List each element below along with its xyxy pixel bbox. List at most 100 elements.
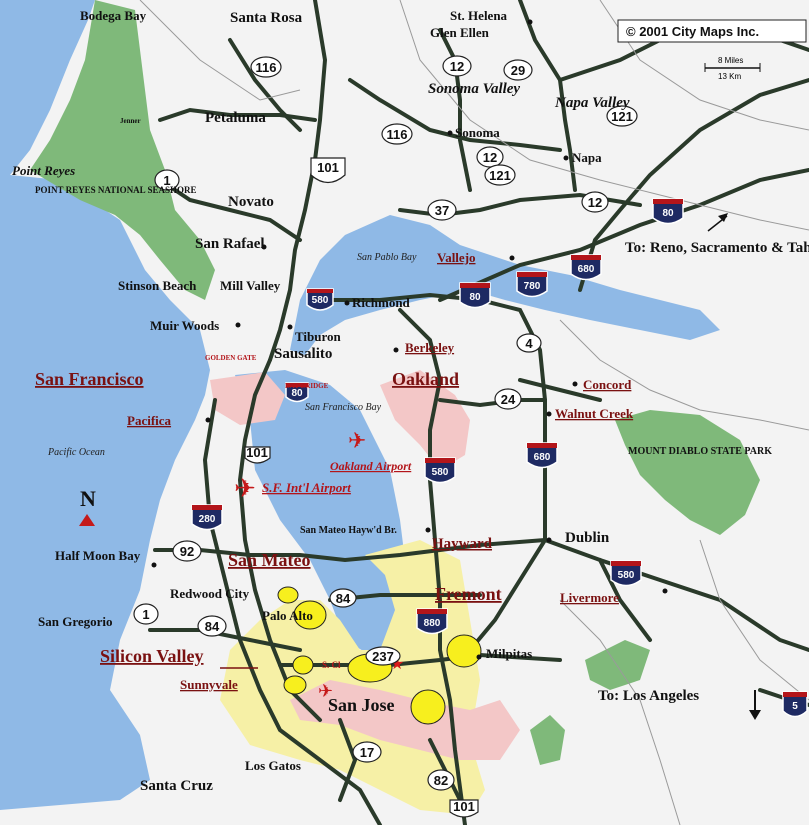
svg-text:Stinson Beach: Stinson Beach: [118, 278, 197, 293]
svg-text:80: 80: [291, 388, 303, 399]
svg-text:680: 680: [578, 264, 595, 275]
svg-text:Novato: Novato: [228, 194, 274, 210]
svg-text:Vallejo: Vallejo: [437, 250, 476, 265]
svg-text:80: 80: [469, 292, 481, 303]
svg-text:S. Cl: S. Cl: [322, 660, 341, 670]
svg-text:POINT REYES NATIONAL SEASHORE: POINT REYES NATIONAL SEASHORE: [35, 185, 196, 195]
svg-text:San Pablo Bay: San Pablo Bay: [357, 252, 417, 263]
svg-text:29: 29: [511, 63, 525, 78]
svg-text:12: 12: [588, 195, 602, 210]
shield-i5: 5: [782, 691, 808, 718]
svg-text:1: 1: [163, 173, 170, 188]
shield-i680b: 680: [526, 442, 558, 469]
svg-text:BAY BRIDGE: BAY BRIDGE: [285, 382, 329, 390]
north-bay-water: [290, 215, 720, 355]
svg-text:S.F. Int'l Airport: S.F. Int'l Airport: [262, 480, 351, 495]
arrow-head: [718, 213, 728, 222]
svg-text:Napa: Napa: [572, 150, 602, 165]
svg-text:17: 17: [360, 745, 374, 760]
svg-text:680: 680: [534, 452, 551, 463]
point-reyes-park: [30, 0, 215, 300]
svg-text:Tiburon: Tiburon: [295, 329, 342, 344]
svg-text:Pacific Ocean: Pacific Ocean: [47, 447, 105, 458]
svg-text:580: 580: [432, 467, 449, 478]
shield-i580b: 580: [424, 457, 456, 484]
svg-text:Santa Rosa: Santa Rosa: [230, 10, 303, 26]
svg-text:San Francisco Bay: San Francisco Bay: [305, 402, 382, 413]
oakland-urban: [380, 370, 470, 470]
svg-text:San Francisco: San Francisco: [35, 369, 144, 389]
svg-text:GOLDEN GATE: GOLDEN GATE: [205, 354, 257, 362]
svg-text:37: 37: [435, 203, 449, 218]
svg-text:Fremont: Fremont: [435, 584, 502, 604]
svg-text:Petaluma: Petaluma: [205, 110, 266, 126]
svg-text:101: 101: [453, 799, 475, 814]
road-network: [148, 0, 809, 825]
svg-text:80: 80: [662, 208, 674, 219]
plane-icon: ✈: [318, 681, 333, 702]
milpitas-park: [585, 640, 650, 690]
svg-text:101: 101: [317, 160, 339, 175]
svg-text:Sausalito: Sausalito: [274, 346, 332, 362]
shield-i880: 880: [416, 608, 448, 635]
svg-text:84: 84: [205, 619, 220, 634]
map-labels: Bodega Bay Santa Rosa St. Helena Glen El…: [12, 8, 809, 794]
svg-text:580: 580: [312, 295, 329, 306]
svg-text:237: 237: [372, 649, 394, 664]
shield-i80c: 80: [285, 382, 309, 403]
svg-text:Bodega Bay: Bodega Bay: [80, 8, 147, 23]
interstate-shields: 80 80 80 680 680 780: [191, 198, 808, 718]
copyright-text: © 2001 City Maps Inc.: [626, 24, 759, 39]
svg-text:Santa Cruz: Santa Cruz: [140, 778, 213, 794]
svg-text:Milpitas: Milpitas: [486, 646, 532, 661]
svg-text:12: 12: [450, 59, 464, 74]
san-jose-urban: [290, 680, 520, 760]
svg-text:82: 82: [434, 773, 448, 788]
svg-text:Napa Valley: Napa Valley: [554, 95, 630, 111]
route-markers: [133, 55, 638, 818]
svg-text:5: 5: [792, 701, 798, 712]
arrow-head: [749, 710, 761, 720]
svg-text:Half Moon Bay: Half Moon Bay: [55, 548, 141, 563]
svg-text:Oakland Airport: Oakland Airport: [330, 459, 412, 473]
marker-sunnyvale: [283, 675, 307, 695]
san-francisco-bay: [235, 370, 410, 655]
svg-text:280: 280: [199, 514, 216, 525]
svg-text:Oakland: Oakland: [392, 369, 459, 389]
svg-text:To: Reno, Sacramento & Tahoe: To: Reno, Sacramento & Tahoe: [625, 240, 809, 256]
pacific-ocean: [0, 0, 210, 810]
svg-text:4: 4: [525, 336, 533, 351]
svg-text:101: 101: [246, 445, 268, 460]
marker-mountain-view: [292, 655, 314, 675]
svg-text:880: 880: [424, 618, 441, 629]
svg-text:Livermore: Livermore: [560, 590, 619, 605]
marker-milpitas: [446, 634, 482, 668]
marker-redwood-city: [277, 586, 299, 604]
shield-i580a: 580: [306, 288, 334, 311]
scale-miles: 8 Miles: [718, 56, 743, 65]
svg-text:121: 121: [611, 109, 633, 124]
shield-i80b: 80: [459, 282, 491, 309]
marker-san-jose: [410, 689, 446, 725]
svg-text:116: 116: [387, 127, 408, 142]
svg-text:Glen Ellen: Glen Ellen: [430, 25, 490, 40]
svg-text:Pacifica: Pacifica: [127, 413, 172, 428]
svg-text:580: 580: [618, 570, 635, 581]
svg-text:To: Los Angeles: To: Los Angeles: [598, 688, 699, 704]
svg-text:Mill Valley: Mill Valley: [220, 278, 281, 293]
town-dots: [151, 19, 668, 660]
svg-text:San Rafael: San Rafael: [195, 236, 265, 252]
north-label: N: [80, 486, 96, 511]
shield-i680a: 680: [570, 254, 602, 281]
svg-text:San Mateo: San Mateo: [228, 550, 311, 570]
svg-text:San Jose: San Jose: [328, 695, 395, 715]
svg-text:Silicon Valley: Silicon Valley: [100, 646, 204, 666]
svg-text:Sonoma Valley: Sonoma Valley: [428, 81, 520, 97]
svg-text:Redwood City: Redwood City: [170, 586, 250, 601]
route-numbers: 116 116 12 29 12 121 121 37 12 1 4 24 92…: [142, 59, 632, 814]
svg-text:1: 1: [142, 607, 149, 622]
mount-diablo-park: [615, 410, 760, 535]
svg-text:Dublin: Dublin: [565, 530, 610, 546]
shield-i280: 280: [191, 504, 223, 531]
